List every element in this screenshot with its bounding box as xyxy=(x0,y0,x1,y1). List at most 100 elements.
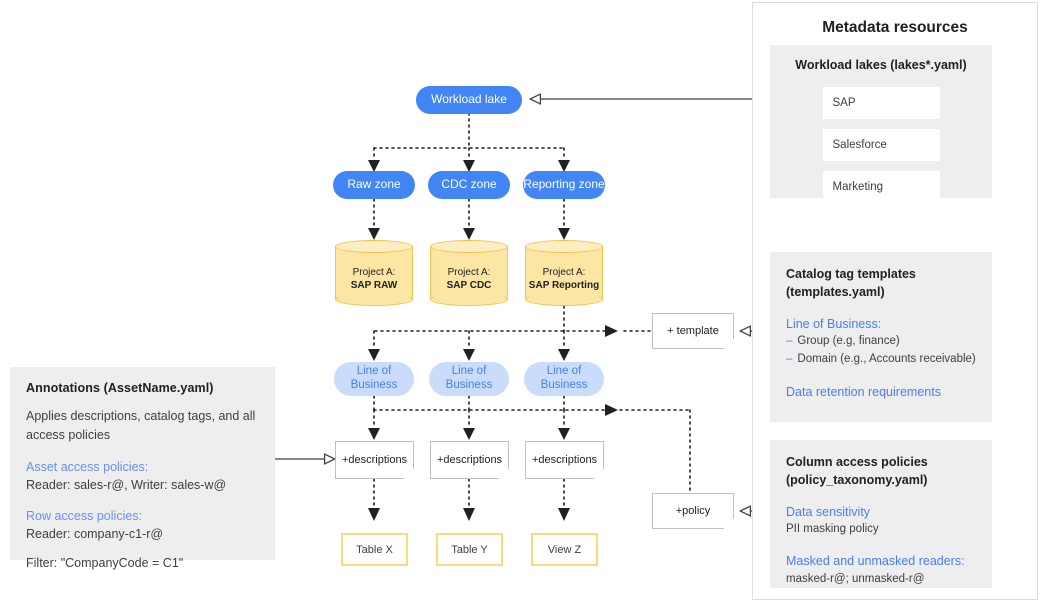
template-bullet-domain: – Domain (e.g., Accounts receivable) xyxy=(786,351,976,369)
node-project-sap-reporting-label: Project A: SAP Reporting xyxy=(525,256,603,302)
annotations-filter: Filter: "CompanyCode = C1" xyxy=(26,556,184,570)
lake-item-sap-label: SAP xyxy=(832,96,856,109)
wire-zones-to-projects xyxy=(373,198,565,229)
node-project-sap-cdc[interactable]: Project A: SAP CDC xyxy=(430,240,508,306)
wire-tags-to-descriptions xyxy=(373,395,691,491)
wire-descriptions-to-assets xyxy=(373,478,565,509)
node-project-sap-raw-label: Project A: SAP RAW xyxy=(335,256,413,302)
node-descriptions-1-label: +descriptions xyxy=(341,454,408,466)
template-bullet-domain-text: Domain (e.g., Accounts receivable) xyxy=(797,352,976,365)
template-bullet-group: – Group (e.g, finance) xyxy=(786,333,976,351)
wire-lake-to-zones xyxy=(373,112,565,161)
project-line1: Project A: xyxy=(542,266,586,278)
node-descriptions-3[interactable]: +descriptions xyxy=(525,441,604,479)
cylinder-bottom xyxy=(525,293,603,306)
column-access-policies-title-line1: Column access policies xyxy=(786,455,928,469)
bullet-dash-icon: – xyxy=(786,335,793,348)
annotations-description: Applies descriptions, catalog tags, and … xyxy=(26,409,256,442)
cylinder-bottom xyxy=(430,293,508,306)
lake-item-salesforce-label: Salesforce xyxy=(832,138,887,151)
cylinder-top xyxy=(525,240,603,253)
arrowheads-tags xyxy=(368,325,618,361)
node-view-z-label: View Z xyxy=(547,543,582,556)
node-tag-lob-2-label: Line of Business xyxy=(445,365,493,391)
node-descriptions-1[interactable]: +descriptions xyxy=(335,441,414,479)
node-policy-connector-label: +policy xyxy=(675,505,711,517)
data-sensitivity-value: PII masking policy xyxy=(786,523,879,536)
node-raw-zone[interactable]: Raw zone xyxy=(333,171,415,199)
catalog-tag-templates-title-line2: (templates.yaml) xyxy=(786,284,885,299)
workload-lakes-panel: Workload lakes (lakes*.yaml) SAP Salesfo… xyxy=(770,45,992,203)
masked-readers-heading: Masked and unmasked readers: xyxy=(786,554,965,569)
node-tag-lob-1-label: Line of Business xyxy=(350,365,398,391)
node-template-connector[interactable]: + template xyxy=(652,313,734,349)
node-reporting-zone[interactable]: Reporting zone xyxy=(523,171,605,199)
node-descriptions-3-label: +descriptions xyxy=(531,454,598,466)
node-project-sap-raw[interactable]: Project A: SAP RAW xyxy=(335,240,413,306)
row-access-policies-value: Reader: company-c1-r@ xyxy=(26,526,164,541)
catalog-tag-templates-panel: Catalog tag templates (templates.yaml) L… xyxy=(770,252,992,422)
row-access-policies-heading: Row access policies: xyxy=(26,508,143,523)
arrowheads-projects xyxy=(368,228,570,240)
node-template-connector-label: + template xyxy=(667,325,719,337)
node-table-y-label: Table Y xyxy=(451,543,488,556)
metadata-resources-title: Metadata resources xyxy=(822,19,968,36)
cylinder-bottom xyxy=(335,293,413,306)
lake-item-salesforce[interactable]: Salesforce xyxy=(822,128,940,161)
arrowheads-assets xyxy=(368,508,570,521)
node-tag-lob-2[interactable]: Line of Business xyxy=(429,362,509,396)
node-tag-lob-1[interactable]: Line of Business xyxy=(334,362,414,396)
bullet-dash-icon: – xyxy=(786,352,793,365)
cylinder-body xyxy=(335,246,413,300)
lake-item-marketing-label: Marketing xyxy=(832,180,884,193)
note-fold-corner xyxy=(593,468,604,479)
cylinder-top xyxy=(335,240,413,253)
annotations-title: Annotations (AssetName.yaml) xyxy=(26,381,214,395)
node-descriptions-2[interactable]: +descriptions xyxy=(430,441,509,479)
cylinder-body xyxy=(430,246,508,300)
wire-template-to-tags xyxy=(373,305,651,350)
node-workload-lake-label: Workload lake xyxy=(431,92,507,107)
cylinder-body xyxy=(525,246,603,300)
template-bullet-group-text: Group (e.g, finance) xyxy=(797,335,900,348)
project-line1: Project A: xyxy=(352,266,396,278)
node-reporting-zone-label: Reporting zone xyxy=(523,177,605,192)
project-line2: SAP CDC xyxy=(446,280,492,291)
arrowheads-zones xyxy=(368,160,570,172)
arrowheads-descriptions xyxy=(368,404,618,440)
project-line2: SAP Reporting xyxy=(528,280,600,291)
asset-access-policies-heading: Asset access policies: xyxy=(26,459,149,474)
node-project-sap-reporting[interactable]: Project A: SAP Reporting xyxy=(525,240,603,306)
node-project-sap-cdc-label: Project A: SAP CDC xyxy=(430,256,508,302)
cylinder-top xyxy=(430,240,508,253)
data-sensitivity-heading: Data sensitivity xyxy=(786,505,871,519)
note-fold-corner xyxy=(403,468,414,479)
data-retention-heading: Data retention requirements xyxy=(786,384,941,399)
node-cdc-zone-label: CDC zone xyxy=(441,177,497,192)
lake-item-marketing[interactable]: Marketing xyxy=(822,170,940,203)
workload-lakes-title: Workload lakes (lakes*.yaml) xyxy=(795,58,967,72)
node-view-z[interactable]: View Z xyxy=(531,533,598,566)
node-table-x[interactable]: Table X xyxy=(341,533,408,566)
lake-item-sap[interactable]: SAP xyxy=(822,86,940,119)
column-access-policies-title-line2: (policy_taxonomy.yaml) xyxy=(786,472,928,487)
asset-access-policies-value: Reader: sales-r@, Writer: sales-w@ xyxy=(26,477,227,492)
masked-readers-value: masked-r@; unmasked-r@ xyxy=(786,572,925,585)
annotations-panel: Annotations (AssetName.yaml) Applies des… xyxy=(10,367,275,570)
note-fold-corner xyxy=(498,468,509,479)
node-table-x-label: Table X xyxy=(356,543,393,556)
node-policy-connector[interactable]: +policy xyxy=(652,493,734,529)
node-tag-lob-3-label: Line of Business xyxy=(540,365,588,391)
catalog-tag-templates-title-line1: Catalog tag templates xyxy=(786,267,916,281)
node-cdc-zone[interactable]: CDC zone xyxy=(428,171,510,199)
node-workload-lake[interactable]: Workload lake xyxy=(416,86,522,114)
node-table-y[interactable]: Table Y xyxy=(436,533,503,566)
node-tag-lob-3[interactable]: Line of Business xyxy=(524,362,604,396)
project-line2: SAP RAW xyxy=(350,280,398,291)
column-access-policies-panel: Column access policies (policy_taxonomy.… xyxy=(770,440,992,588)
line-of-business-heading: Line of Business: xyxy=(786,317,882,331)
project-line1: Project A: xyxy=(447,266,491,278)
note-fold-corner xyxy=(723,338,734,349)
